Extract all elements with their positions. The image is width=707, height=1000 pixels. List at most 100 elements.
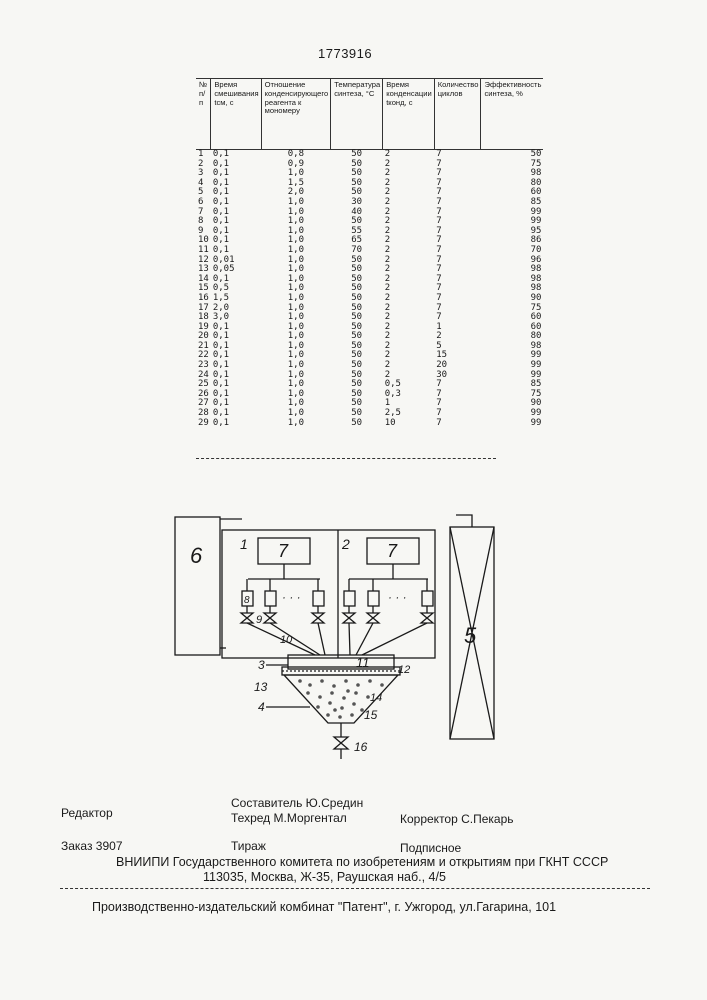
col-header-mixing-time: Время смешивания tсм, с [211,79,261,150]
printing-plant-line: Производственно-издательский комбинат "П… [92,900,556,914]
label-2: 2 [341,536,350,552]
techred-label: Техред М.Моргентал [231,811,347,825]
table-cell: 2 [383,342,435,352]
composer-label: Составитель Ю.Средин [231,796,363,810]
apparatus-diagram: 6 5 1 2 7 7 8 · · · · · · 9 10 11 3 12 1… [170,505,510,765]
table-row: 260,11,0500,3775 [196,390,543,400]
table-cell: 2 [383,198,435,208]
dots-left: · · · [282,590,301,604]
table-cell: 50 [331,419,383,429]
label-12: 12 [398,664,410,676]
valves-9 [241,613,433,623]
table-row: 110,11,0702770 [196,246,543,256]
label-8: 8 [244,595,250,606]
table-row: 270,11,0501790 [196,399,543,409]
label-7a: 7 [278,541,289,561]
table-row: 190,11,0502160 [196,323,543,333]
table-row: 200,11,0502280 [196,332,543,342]
table-row: 10,10,8502750 [196,150,543,160]
table-bottom-rule [196,458,496,459]
label-11: 11 [356,655,370,670]
table-cell: 2 [383,304,435,314]
label-1: 1 [240,536,248,552]
table-cell: 29 [196,419,211,429]
subscription-label: Подписное [400,841,461,855]
col-header-temperature: Температура синтеза, °С [331,79,383,150]
table-row: 161,51,0502790 [196,294,543,304]
table-row: 240,11,05023099 [196,371,543,381]
table-cell: 2 [383,246,435,256]
table-row: 150,51,0502798 [196,284,543,294]
table-row: 20,10,9502775 [196,160,543,170]
table-row: 50,12,0502760 [196,188,543,198]
table-cell: 2 [383,179,435,189]
table-row: 120,011,0502796 [196,256,543,266]
table-row: 210,11,0502598 [196,342,543,352]
table-header-row: № п/п Время смешивания tсм, с Отношение … [196,79,543,150]
table-row: 70,11,0402799 [196,208,543,218]
table-cell: 2 [383,160,435,170]
table-cell: 2 [383,236,435,246]
table-row: 100,11,0652786 [196,236,543,246]
table-row: 60,11,0302785 [196,198,543,208]
table-row: 80,11,0502799 [196,217,543,227]
table-cell: 2 [383,208,435,218]
table-cell: 0,1 [211,419,261,429]
label-7b: 7 [387,541,398,561]
institute-line: ВНИИПИ Государственного комитета по изоб… [116,855,608,869]
label-5: 5 [464,623,477,648]
label-13: 13 [254,680,268,694]
label-10: 10 [280,634,293,646]
results-table: № п/п Время смешивания tсм, с Отношение … [196,78,543,428]
table-row: 290,11,05010799 [196,419,543,429]
label-15: 15 [364,708,378,722]
table-row: 250,11,0500,5785 [196,380,543,390]
circulation-label: Тираж [231,839,266,853]
table-cell: 2 [383,217,435,227]
table-cell: 2 [383,188,435,198]
order-label: Заказ 3907 [61,839,123,853]
label-4: 4 [258,700,265,714]
table-row: 140,11,0502798 [196,275,543,285]
corrector-label: Корректор С.Пекарь [400,812,514,826]
table-cell: 2 [383,332,435,342]
table-row: 130,051,0502798 [196,265,543,275]
table-cell: 99 [481,419,544,429]
table-cell: 2 [383,361,435,371]
table-cell: 2 [383,294,435,304]
label-3: 3 [258,658,265,672]
arrow-5 [456,515,472,527]
table-row: 230,11,05022099 [196,361,543,371]
valve-16 [334,737,348,749]
label-14: 14 [370,692,382,704]
col-header-cycles: Количество циклов [434,79,481,150]
col-header-condensation-time: Время конденсации tконд, с [383,79,435,150]
address-line: 113035, Москва, Ж-35, Раушская наб., 4/5 [203,870,446,884]
colophon-rule [60,888,650,889]
table-row: 280,11,0502,5799 [196,409,543,419]
table-cell: 2 [383,313,435,323]
feed-lines-10 [247,623,427,655]
table-cell: 2 [383,169,435,179]
table-cell: 2 [383,227,435,237]
label-6: 6 [190,543,203,568]
table-cell: 2 [383,275,435,285]
label-9: 9 [256,614,262,626]
col-header-efficiency: Эффективность синтеза, % [481,79,544,150]
editor-label: Редактор [61,806,113,820]
table-cell: 10 [383,419,435,429]
table-row: 90,11,0552795 [196,227,543,237]
table-cell: 2 [383,256,435,266]
dots-right: · · · [388,590,407,604]
table-cell: 2 [383,150,435,160]
table-row: 220,11,05021599 [196,351,543,361]
table-cell: 2 [383,323,435,333]
table-cell: 2 [383,265,435,275]
label-16: 16 [354,740,368,754]
table-cell: 7 [434,419,481,429]
col-header-ratio: Отношение конденсирующего реагента к мон… [261,79,331,150]
table-row: 183,01,0502760 [196,313,543,323]
table-cell: 2 [383,284,435,294]
block-6 [175,517,220,655]
patent-number: 1773916 [318,46,372,61]
